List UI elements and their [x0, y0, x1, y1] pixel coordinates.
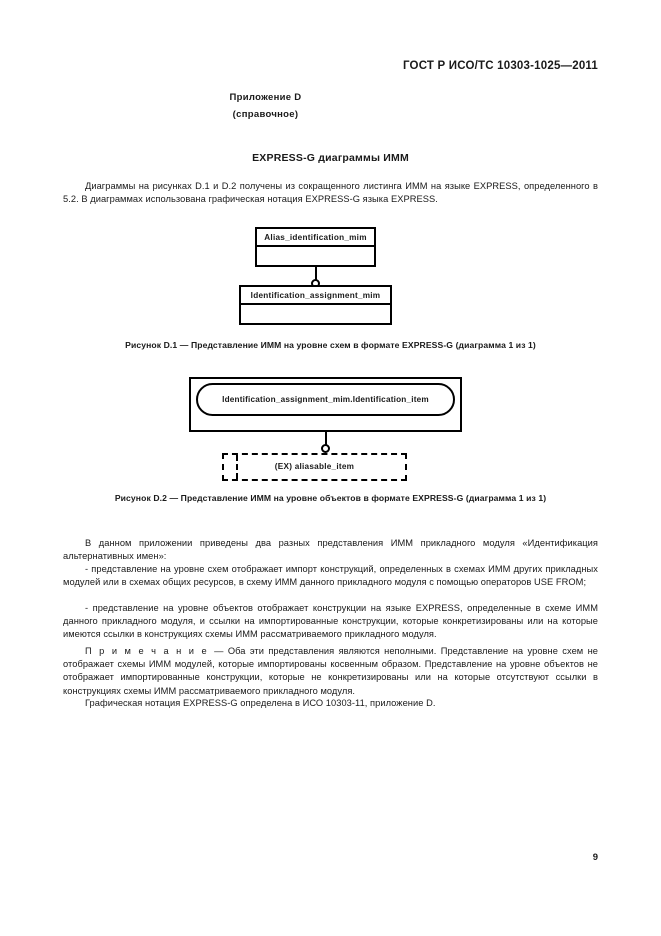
schema-box-body [241, 305, 390, 341]
figure-d2-caption: Рисунок D.2 — Представление ИММ на уровн… [114, 493, 547, 503]
body-paragraph-3: - представление на уровне объектов отобр… [63, 603, 598, 640]
schema-box-alias-identification-mim: Alias_identification_mim [255, 227, 376, 267]
annex-title: Приложение D [229, 92, 302, 103]
external-reference-box-aliasable-item [222, 453, 407, 481]
external-reference-box-label: (EX) aliasable_item [274, 462, 355, 471]
page-number: 9 [592, 852, 598, 863]
connector-line-d1 [315, 267, 317, 285]
connector-line-d2 [325, 432, 327, 448]
figure-d2: Identification_assignment_mim.Identifica… [0, 375, 661, 485]
section-title: EXPRESS-G диаграммы ИММ [252, 152, 409, 164]
schema-box-alias-identification-mim-label: Alias_identification_mim [257, 229, 374, 247]
external-reference-box-divider [236, 455, 238, 479]
body-paragraph-2: - представление на уровне схем отображае… [63, 564, 598, 588]
body-paragraph-1: В данном приложении приведены два разных… [63, 538, 598, 562]
schema-box-identification-assignment-mim: Identification_assignment_mim [239, 285, 392, 325]
note-paragraph: П р и м е ч а н и е — Оба эти представле… [63, 645, 598, 698]
final-paragraph: Графическая нотация EXPRESS-G определена… [85, 698, 436, 708]
annex-subtitle: (справочное) [232, 109, 299, 120]
entity-rounded-box-identification-item: Identification_assignment_mim.Identifica… [196, 383, 455, 416]
intro-paragraph: Диаграммы на рисунках D.1 и D.2 получены… [63, 181, 598, 205]
schema-box-identification-assignment-mim-label: Identification_assignment_mim [241, 287, 390, 305]
connector-circle-icon-d2 [321, 444, 330, 453]
figure-d1: Alias_identification_mim Identification_… [0, 222, 661, 332]
document-header-standard-number: ГОСТ Р ИСО/ТС 10303-1025—2011 [402, 60, 598, 72]
note-body: — Оба эти представления являются неполны… [63, 646, 598, 696]
annex-heading-block: Приложение D (справочное) [0, 92, 661, 120]
note-label: П р и м е ч а н и е [85, 646, 215, 656]
figure-d1-caption: Рисунок D.1 — Представление ИММ на уровн… [125, 340, 536, 350]
